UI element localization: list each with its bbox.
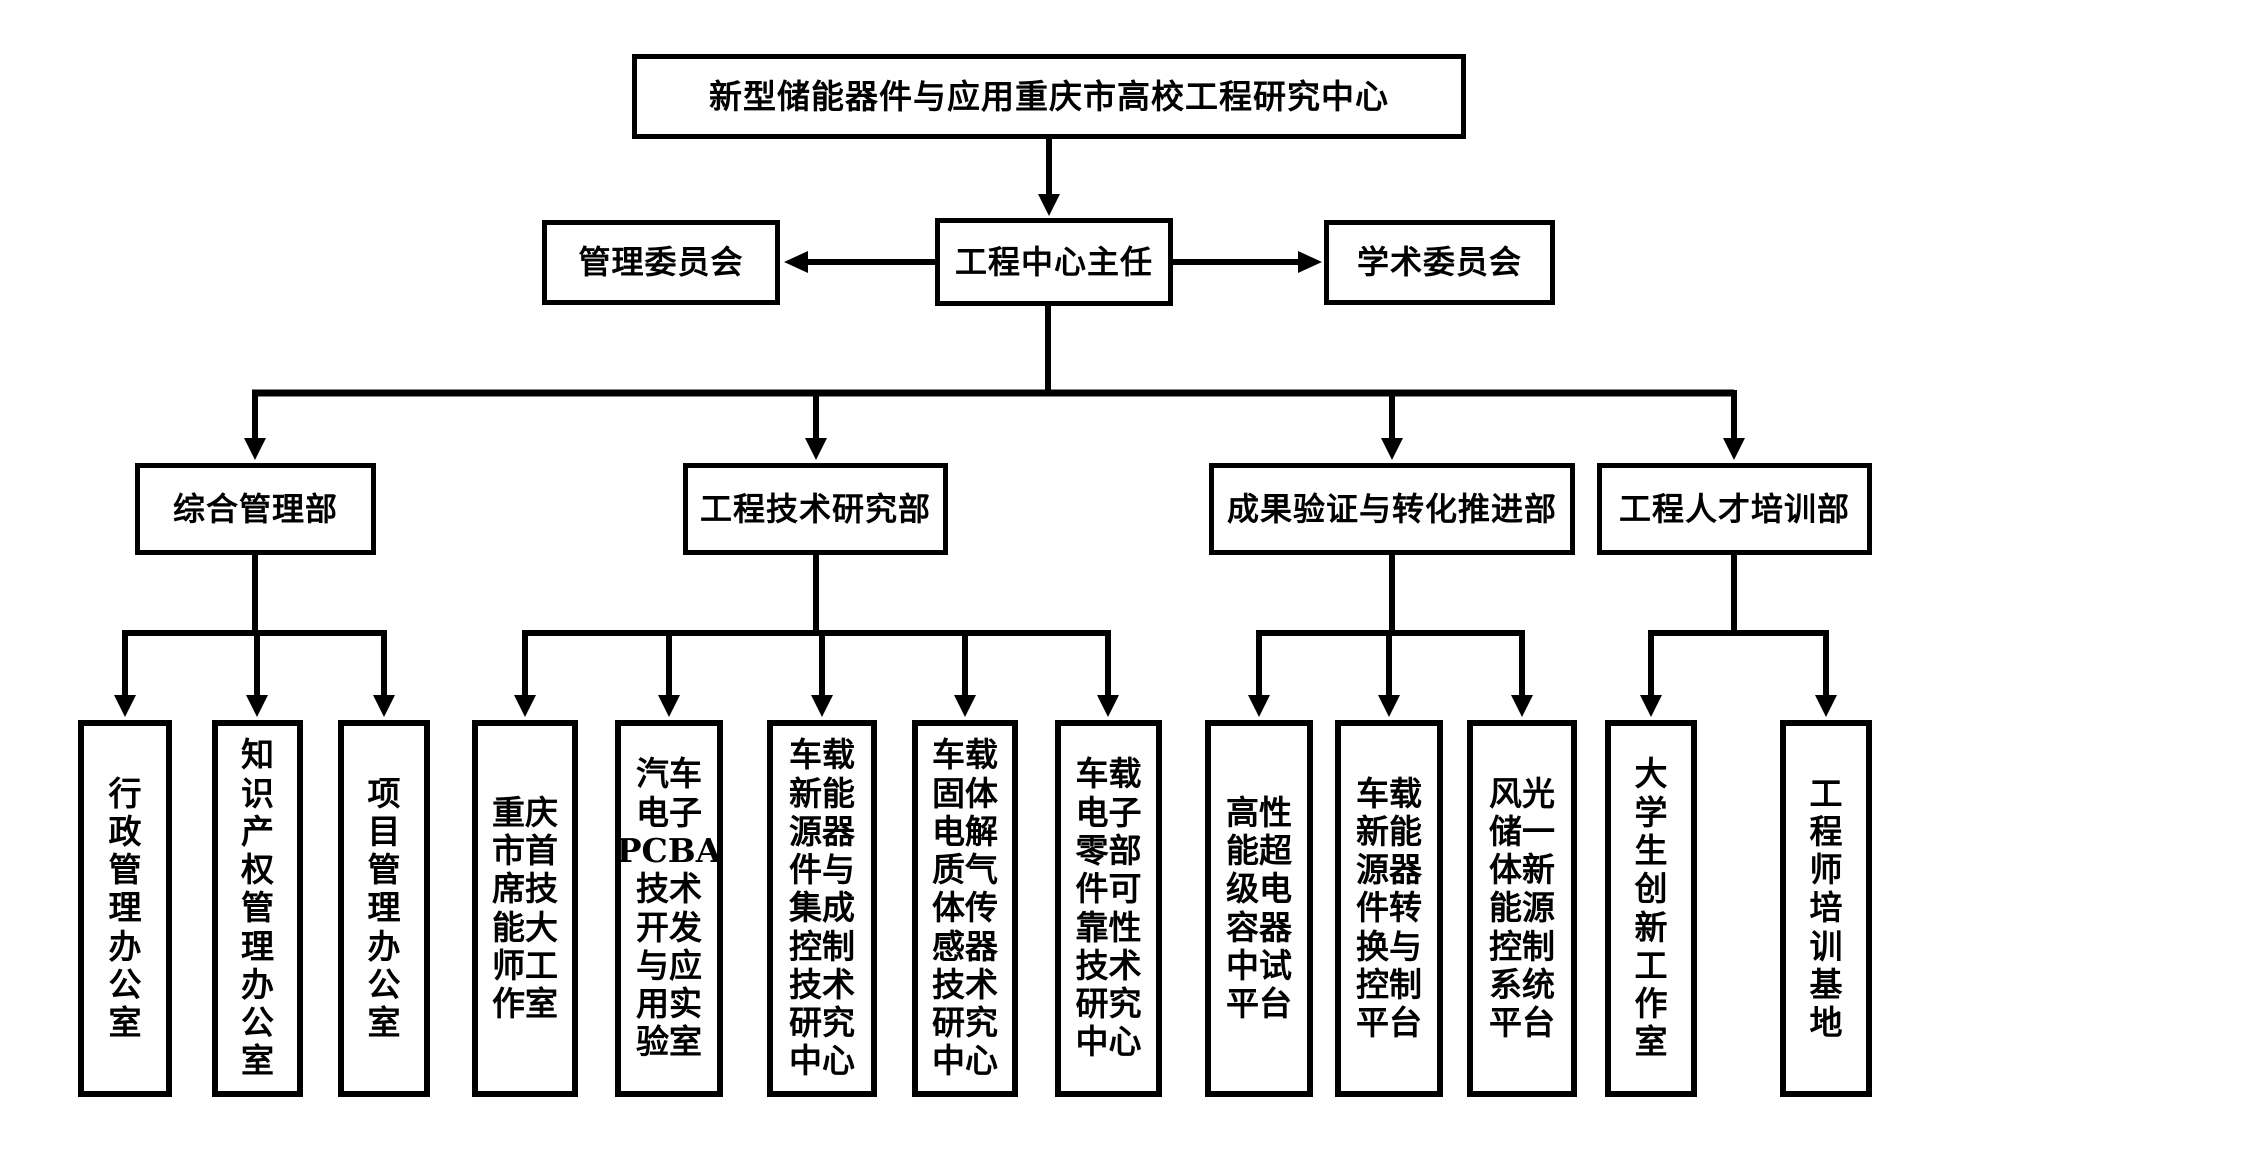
org-box-root: 新型储能器件与应用重庆市高校工程研究中心: [632, 54, 1466, 139]
org-box-dept-engineering-research: 工程技术研究部: [683, 463, 948, 555]
org-box-student-innovation-studio: 大 学 生 创 新 工 作 室: [1605, 720, 1697, 1097]
org-box-supercapacitor-platform: 高性 能超 级电 容器 中试 平台: [1205, 720, 1313, 1097]
org-box-admin-office: 行 政 管 理 办 公 室: [78, 720, 172, 1097]
org-box-engineer-training-base: 工 程 师 培 训 基 地: [1780, 720, 1872, 1097]
org-box-newenergy-control-center: 车载 新能 源器 件与 集成 控制 技术 研究 中心: [767, 720, 877, 1097]
org-box-conversion-control-platform: 车载 新能 源器 件转 换与 控制 平台: [1335, 720, 1443, 1097]
org-box-project-office: 项 目 管 理 办 公 室: [338, 720, 430, 1097]
org-box-dept-achievement-transfer: 成果验证与转化推进部: [1209, 463, 1575, 555]
org-box-academic-committee: 学术委员会: [1324, 220, 1555, 305]
org-box-management-committee: 管理委员会: [542, 220, 780, 305]
org-box-reliability-center: 车载 电子 零部 件可 靠性 技术 研究 中心: [1055, 720, 1162, 1097]
org-box-ip-office: 知 识 产 权 管 理 办 公 室: [212, 720, 303, 1097]
org-box-dept-talent-training: 工程人才培训部: [1597, 463, 1872, 555]
org-box-dept-general-management: 综合管理部: [135, 463, 376, 555]
org-box-gas-sensor-center: 车载 固体 电解 质气 体传 感器 技术 研究 中心: [912, 720, 1018, 1097]
org-box-wind-solar-storage-platform: 风光 储一 体新 能源 控制 系统 平台: [1467, 720, 1577, 1097]
org-box-pcba-lab: 汽车 电子 PCBA 技术 开发 与应 用实 验室: [615, 720, 723, 1097]
org-box-master-studio: 重庆 市首 席技 能大 师工 作室: [472, 720, 578, 1097]
org-box-center-director: 工程中心主任: [935, 218, 1173, 306]
